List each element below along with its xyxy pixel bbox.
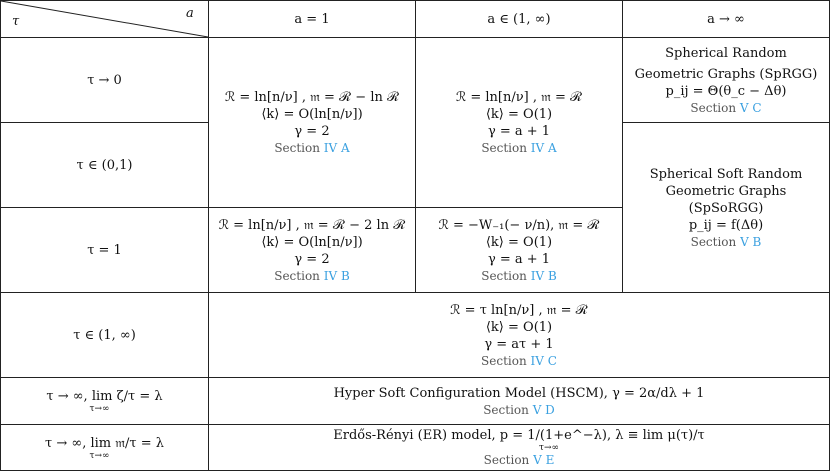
corner-diagonal xyxy=(0,0,209,38)
section-link[interactable]: V B xyxy=(740,234,762,249)
cell-tau-small-a1: ℛ = ln[n/ν] , 𝔪 = ℛ − ln ℛ ⟨k⟩ = O(ln[n/… xyxy=(209,38,415,207)
col-separator-2 xyxy=(415,0,416,293)
row-label-hscm-sub: τ→∞ xyxy=(89,404,110,414)
sprgg-title-1: Spherical Random xyxy=(665,45,787,61)
border-left xyxy=(0,0,1,471)
section-ref: Section V C xyxy=(690,100,761,116)
corner-label-tau: τ xyxy=(12,14,20,29)
section-word: Section xyxy=(690,100,737,115)
section-word: Section xyxy=(274,268,320,283)
col-separator-1 xyxy=(208,0,209,471)
cell-eq-degree: ⟨k⟩ = O(1) xyxy=(485,234,553,250)
cell-er: Erdős-Rényi (ER) model, p = 1/(1+e^−λ), … xyxy=(209,425,829,470)
section-link[interactable]: V D xyxy=(532,402,555,417)
cell-eq-gamma: γ = 2 xyxy=(294,124,330,139)
cell-tau-1-a1: ℛ = ln[n/ν] , 𝔪 = ℛ − 2 ln ℛ ⟨k⟩ = O(ln[… xyxy=(209,208,415,292)
cell-eq-radius: ℛ = ln[n/ν] , 𝔪 = ℛ − ln ℛ xyxy=(224,90,400,105)
section-ref: Section V B xyxy=(691,234,762,250)
spsorgg-title-3: (SpSoRGG) xyxy=(688,200,764,216)
cell-eq-gamma: γ = a + 1 xyxy=(487,124,551,139)
er-limit-sub: τ→∞ xyxy=(538,443,560,453)
row-label-hscm-text: τ → ∞, lim ζ/τ = λ xyxy=(46,389,163,404)
cell-spsorgg: Spherical Soft Random Geometric Graphs (… xyxy=(623,123,829,292)
cell-eq-radius: ℛ = ln[n/ν] , 𝔪 = ℛ xyxy=(455,90,583,105)
row-label-tau-to-0: τ → 0 xyxy=(87,72,122,88)
row-label-tau-0-1: τ ∈ (0,1) xyxy=(76,157,133,173)
cell-hscm: Hyper Soft Configuration Model (HSCM), γ… xyxy=(209,378,829,424)
row-separator-1b xyxy=(622,122,830,123)
cell-eq-gamma: γ = aτ + 1 xyxy=(484,336,554,352)
row-separator-5 xyxy=(0,424,830,425)
cell-eq-radius: ℛ = ln[n/ν] , 𝔪 = ℛ − 2 ln ℛ xyxy=(218,217,406,233)
cell-eq-degree: ⟨k⟩ = O(1) xyxy=(485,107,553,122)
row-label-tau-equals-1: τ = 1 xyxy=(87,242,122,258)
er-description: Erdős-Rényi (ER) model, p = 1/(1+e^−λ), … xyxy=(333,428,705,443)
cell-tau-small-a-range: ℛ = ln[n/ν] , 𝔪 = ℛ ⟨k⟩ = O(1) γ = a + 1… xyxy=(416,38,622,207)
section-link[interactable]: V E xyxy=(533,453,555,467)
row-separator-header xyxy=(0,37,830,38)
section-word: Section xyxy=(481,353,527,368)
cell-eq-radius: ℛ = τ ln[n/ν] , 𝔪 = ℛ xyxy=(450,302,588,318)
cell-eq-radius: ℛ = −W₋₁(− ν/n), 𝔪 = ℛ xyxy=(438,217,600,233)
cell-tau-1-inf-span: ℛ = τ ln[n/ν] , 𝔪 = ℛ ⟨k⟩ = O(1) γ = aτ … xyxy=(209,293,829,377)
row-label-er: τ → ∞, lim 𝔪/τ = λ τ→∞ xyxy=(1,425,208,470)
section-word: Section xyxy=(274,141,320,155)
section-link[interactable]: IV A xyxy=(530,141,557,155)
section-link[interactable]: IV B xyxy=(530,268,557,283)
header-a-to-infinity: a → ∞ xyxy=(707,11,745,27)
row-separator-2 xyxy=(0,207,622,208)
section-link[interactable]: IV B xyxy=(323,268,350,283)
corner-label-a: a xyxy=(186,6,194,21)
border-bottom xyxy=(0,470,830,471)
section-ref: Section IV B xyxy=(274,268,350,284)
sprgg-probability: p_ij = Θ(θ_c − Δθ) xyxy=(665,83,787,99)
cell-eq-degree: ⟨k⟩ = O(ln[n/ν]) xyxy=(261,234,363,250)
header-a-equals-1: a = 1 xyxy=(294,11,330,27)
section-ref: Section IV A xyxy=(274,140,349,156)
section-link[interactable]: IV C xyxy=(530,353,557,368)
spsorgg-title-2: Geometric Graphs xyxy=(665,183,787,199)
spsorgg-probability: p_ij = f(Δθ) xyxy=(688,217,764,233)
row-label-er-sub: τ→∞ xyxy=(89,450,110,461)
section-word: Section xyxy=(690,234,737,249)
row-label-er-text: τ → ∞, lim 𝔪/τ = λ xyxy=(45,435,164,451)
cell-eq-degree: ⟨k⟩ = O(1) xyxy=(485,319,553,335)
row-label-tau-1-inf: τ ∈ (1, ∞) xyxy=(73,327,136,343)
hscm-description: Hyper Soft Configuration Model (HSCM), γ… xyxy=(333,385,705,401)
section-link[interactable]: IV A xyxy=(323,141,350,155)
section-ref: Section IV C xyxy=(481,353,557,369)
section-ref: Section V D xyxy=(483,402,555,418)
cell-tau-1-a-range: ℛ = −W₋₁(− ν/n), 𝔪 = ℛ ⟨k⟩ = O(1) γ = a … xyxy=(416,208,622,292)
row-separator-4 xyxy=(0,377,830,378)
section-word: Section xyxy=(483,402,529,417)
header-a-in-range: a ∈ (1, ∞) xyxy=(487,11,551,27)
spsorgg-title-1: Spherical Soft Random xyxy=(649,166,803,182)
cell-eq-degree: ⟨k⟩ = O(ln[n/ν]) xyxy=(261,107,363,122)
sprgg-title-2: Geometric Graphs (SpRGG) xyxy=(634,66,818,82)
section-ref: Section V E xyxy=(484,452,555,468)
row-separator-1a xyxy=(0,122,208,123)
cell-sprgg: Spherical Random Geometric Graphs (SpRGG… xyxy=(623,38,829,122)
cell-eq-gamma: γ = a + 1 xyxy=(487,251,551,267)
section-word: Section xyxy=(481,268,527,283)
row-label-hscm: τ → ∞, lim ζ/τ = λ τ→∞ xyxy=(1,378,208,424)
section-ref: Section IV B xyxy=(481,268,557,284)
row-separator-3 xyxy=(0,292,830,293)
col-separator-3 xyxy=(622,0,623,293)
cell-eq-gamma: γ = 2 xyxy=(294,251,330,267)
section-word: Section xyxy=(483,453,530,467)
section-link[interactable]: V C xyxy=(739,100,762,115)
section-word: Section xyxy=(481,141,527,155)
section-ref: Section IV A xyxy=(481,140,556,156)
